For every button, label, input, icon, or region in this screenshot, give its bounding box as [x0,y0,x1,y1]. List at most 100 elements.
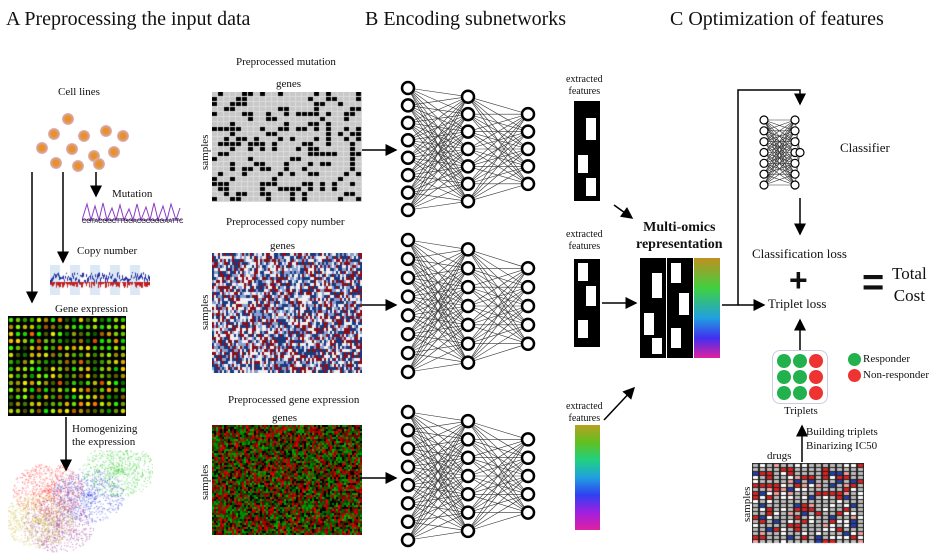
edge [763,173,796,186]
edge [467,420,529,440]
edge [407,249,469,316]
edge [407,305,469,373]
gene-expression-label: Gene expression [55,303,129,315]
neuron-node [460,242,476,257]
neuron-node [400,364,416,380]
edge [763,119,796,132]
edge [407,457,469,541]
neuron-node [759,137,769,147]
panel-a-title: A Preprocessing the input data [6,8,251,30]
neuron-node [460,176,476,192]
edge [467,343,529,363]
neuron-node [400,404,416,420]
edge [407,96,469,158]
edge [407,512,469,541]
neuron-node [460,141,476,157]
edge [467,268,529,307]
edge [467,113,529,202]
non-responder-dot [809,354,823,368]
cell-icon [36,142,48,154]
neuron-node [520,317,536,333]
non-responder-dot [809,370,823,384]
genes-label: genes [276,78,302,90]
edge [794,119,801,153]
neuron-node [460,261,476,276]
neuron-node [460,487,476,502]
cell-icon [117,130,129,142]
neuron-node [400,532,416,548]
copy-matrix-label: Preprocessed copy number [226,216,345,228]
edge [407,420,469,468]
neuron-node [759,158,769,168]
genes-label: genes [272,412,298,424]
edge [467,166,529,202]
neuron-node [790,169,800,179]
responder-dot [793,386,807,400]
edge [407,411,469,422]
non-responder-dot [809,386,823,400]
edge [467,439,529,459]
genes-label: genes [270,240,296,252]
neuron-node [520,336,536,351]
neuron-node [520,261,536,276]
equals-sign: = [862,262,885,304]
chromatogram-icon [82,202,182,222]
edge [467,439,529,513]
neuron-node [790,180,800,190]
edge [407,286,469,373]
responder-label: Responder [863,353,911,365]
neuron-node [400,185,416,200]
ic50-heatmap [752,463,864,553]
cell-icon [66,143,78,155]
edge [407,200,469,211]
edge [467,268,529,344]
neuron-node [460,159,476,174]
neuron-node [400,133,416,148]
neuron-node [520,279,536,295]
edge [763,152,796,186]
edge [407,439,469,541]
neuron-node [460,89,476,104]
edge [467,324,529,363]
neuron-node [520,450,536,465]
neuron-node [460,450,476,465]
responder-dot [793,370,807,384]
edge [407,96,469,141]
cell-icon [48,128,60,140]
edge [407,421,469,541]
edge [407,475,469,541]
edge [407,148,469,211]
neuron-node [460,298,476,314]
neuron-node [759,115,769,125]
drugs-label: drugs [767,450,792,462]
neuron-node [790,126,800,136]
edge [407,249,469,373]
neuron-node [400,150,416,165]
edge [467,305,529,363]
edge [763,130,796,186]
neuron-node [460,279,476,295]
neuron-node [520,505,536,520]
edge [407,96,469,211]
edge [407,420,469,522]
edge [407,96,469,193]
mutation-heatmap [212,92,362,202]
edge [407,239,469,250]
edge [407,249,469,278]
neuron-node [795,147,805,158]
edge [407,420,469,486]
neuron-node [460,336,476,351]
neuron-node [400,477,416,493]
neuron-node [460,432,476,447]
neuron-node [759,169,769,179]
edge [407,494,469,541]
cell-icon [108,146,120,158]
neuron-node [520,176,536,192]
edge [407,113,469,211]
expr-matrix-label: Preprocessed gene expression [228,394,360,406]
samples-label: samples [199,134,211,170]
cell-icon [78,130,90,142]
neuron-node [400,167,416,183]
